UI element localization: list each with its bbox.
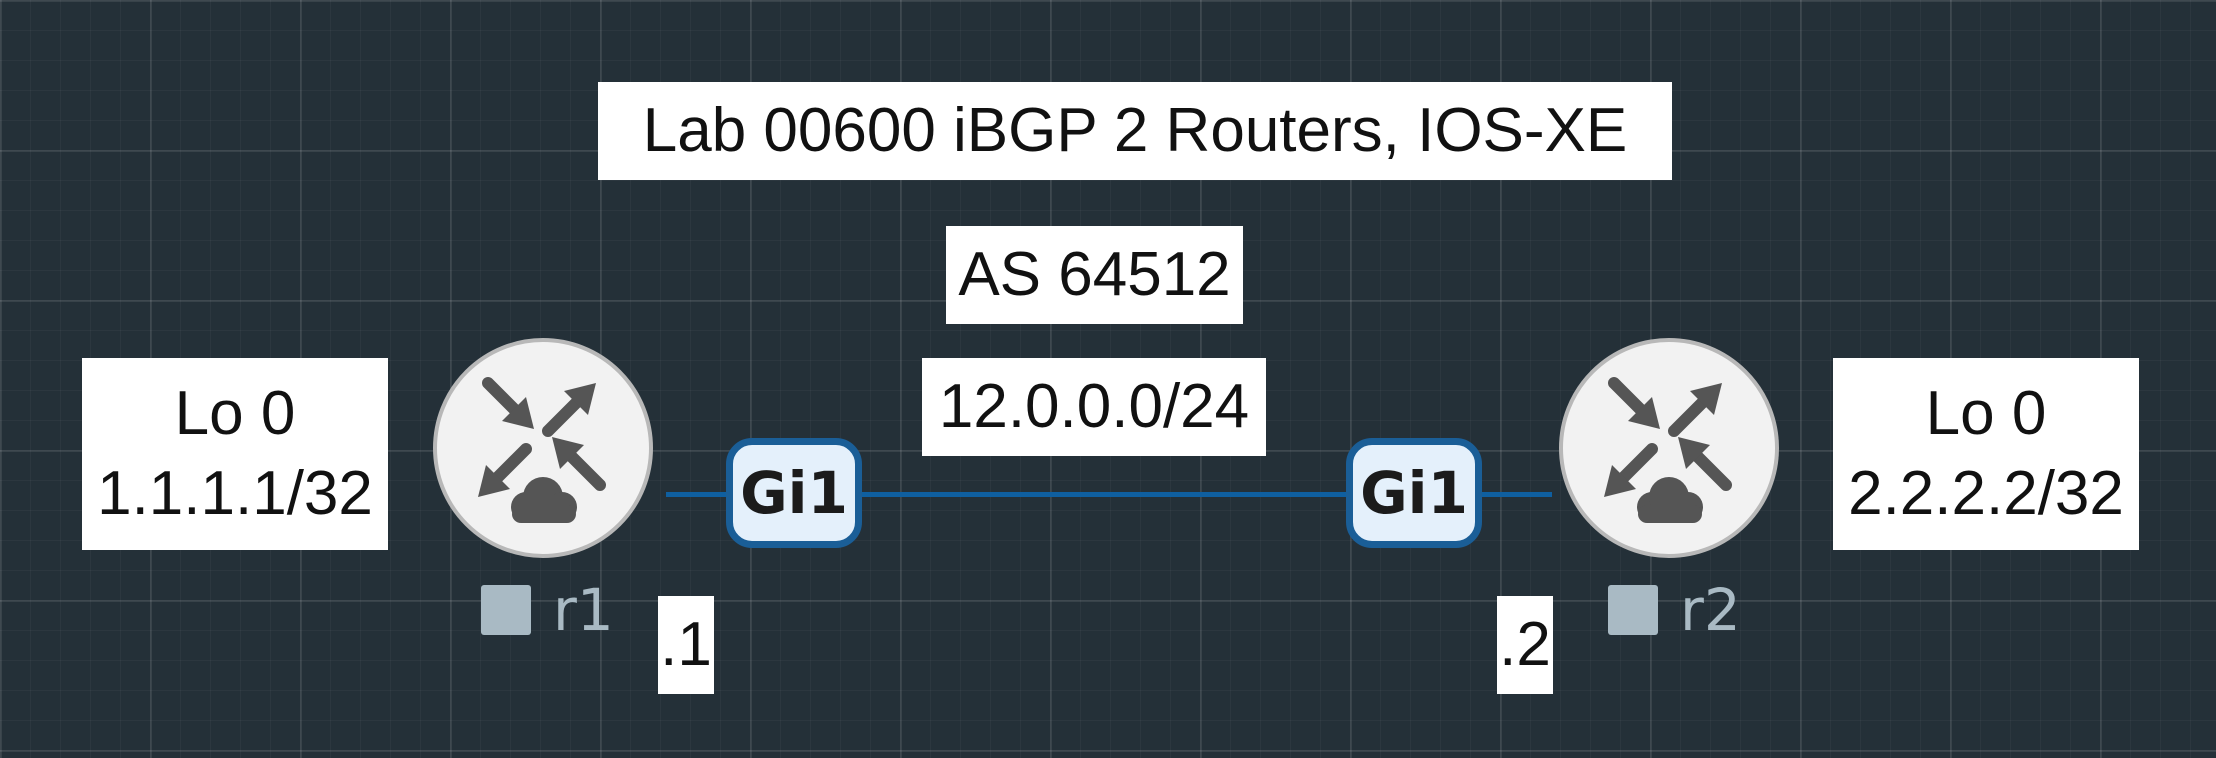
router-icon [1559, 338, 1779, 558]
node-name-r1: r1 [553, 576, 614, 644]
link-r1-r2[interactable] [666, 492, 1552, 497]
loopback-label-r2: Lo 0 2.2.2.2/32 [1833, 358, 2139, 550]
loopback-label-r1: Lo 0 1.1.1.1/32 [82, 358, 388, 550]
node-status-icon [481, 585, 531, 635]
loopback-address-r2: 2.2.2.2/32 [1848, 459, 2124, 528]
interface-badge-r2[interactable]: Gi1 [1346, 438, 1482, 548]
host-address-r2: .2 [1497, 596, 1553, 694]
interface-badge-r1[interactable]: Gi1 [726, 438, 862, 548]
loopback-name-r1: Lo 0 [174, 379, 296, 448]
as-label: AS 64512 [946, 226, 1243, 324]
node-name-r2: r2 [1680, 576, 1741, 644]
router-node-r2[interactable] [1556, 335, 1782, 561]
node-label-r2[interactable]: r2 [1608, 576, 1741, 644]
lab-title: Lab 00600 iBGP 2 Routers, IOS-XE [598, 82, 1672, 180]
host-address-r1: .1 [658, 596, 714, 694]
node-status-icon [1608, 585, 1658, 635]
node-label-r1[interactable]: r1 [481, 576, 614, 644]
loopback-name-r2: Lo 0 [1925, 379, 2047, 448]
router-icon [433, 338, 653, 558]
subnet-label: 12.0.0.0/24 [922, 358, 1266, 456]
loopback-address-r1: 1.1.1.1/32 [97, 459, 373, 528]
router-node-r1[interactable] [430, 335, 656, 561]
